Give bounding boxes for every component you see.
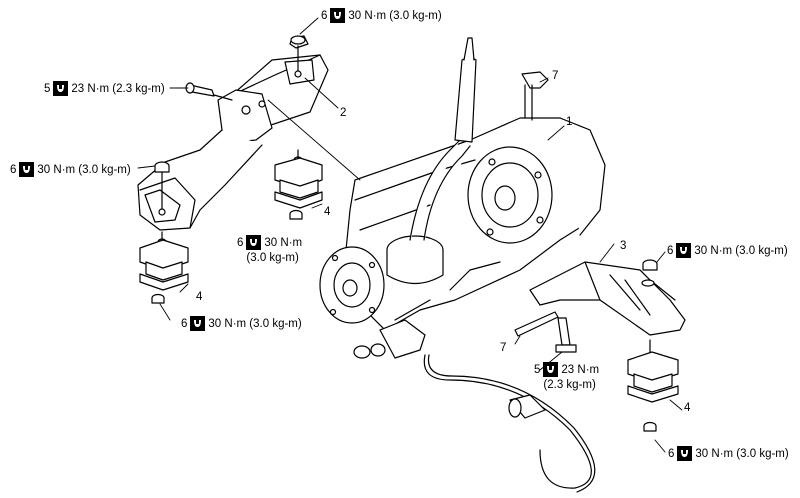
wrench-torque-icon bbox=[190, 316, 206, 331]
rubber-mount-right bbox=[627, 339, 679, 403]
torque-spec-left-mid: 6 30 N·m (3.0 kg-m) bbox=[10, 162, 131, 177]
bracket-nut-left bbox=[154, 161, 170, 173]
front-bracket-bolt bbox=[555, 317, 577, 353]
torque-spec-top: 6 30 N·m (3.0 kg-m) bbox=[321, 8, 442, 23]
mount-nut-lower-left bbox=[151, 293, 165, 304]
wrench-torque-icon bbox=[676, 243, 692, 258]
transfer-case bbox=[319, 37, 606, 359]
breather-hose bbox=[521, 71, 549, 121]
front-bracket-nut bbox=[642, 259, 658, 271]
wrench-torque-icon bbox=[246, 235, 262, 250]
callout-7-top: 7 bbox=[552, 70, 559, 82]
bracket-bolt-left bbox=[185, 82, 215, 97]
wrench-torque-icon bbox=[677, 446, 693, 461]
torque-spec-right-top: 6 30 N·m (3.0 kg-m) bbox=[667, 243, 788, 258]
wire-clip bbox=[514, 311, 559, 337]
mount-nut-center bbox=[289, 209, 303, 220]
wiring-harness bbox=[423, 354, 596, 493]
torque-spec-right-bottom: 6 30 N·m (3.0 kg-m) bbox=[668, 446, 789, 461]
torque-spec-left-bottom: 6 30 N·m (3.0 kg-m) bbox=[181, 316, 302, 331]
rubber-mount-lower-left bbox=[139, 231, 189, 291]
callout-2: 2 bbox=[340, 107, 347, 119]
bracket-nut-top bbox=[289, 35, 309, 49]
wrench-torque-icon bbox=[53, 81, 69, 96]
wrench-torque-icon bbox=[543, 362, 559, 377]
wrench-torque-icon bbox=[19, 162, 35, 177]
rubber-mount-upper bbox=[274, 149, 323, 209]
callout-3: 3 bbox=[620, 240, 627, 252]
callout-4-right: 4 bbox=[684, 402, 691, 414]
torque-spec-center: 6 30 N·m (3.0 kg-m) bbox=[237, 235, 303, 264]
callout-4-left: 4 bbox=[196, 291, 203, 303]
wrench-torque-icon bbox=[330, 8, 346, 23]
torque-spec-right-bolt: 5 23 N·m (2.3 kg-m) bbox=[534, 362, 600, 391]
mount-nut-right bbox=[643, 421, 657, 432]
callout-1: 1 bbox=[566, 116, 573, 128]
callout-7-bottom: 7 bbox=[500, 342, 507, 354]
torque-spec-bolt-left: 5 23 N·m (2.3 kg-m) bbox=[44, 81, 165, 96]
front-mounting-bracket bbox=[529, 261, 686, 336]
callout-4-center: 4 bbox=[324, 206, 331, 218]
